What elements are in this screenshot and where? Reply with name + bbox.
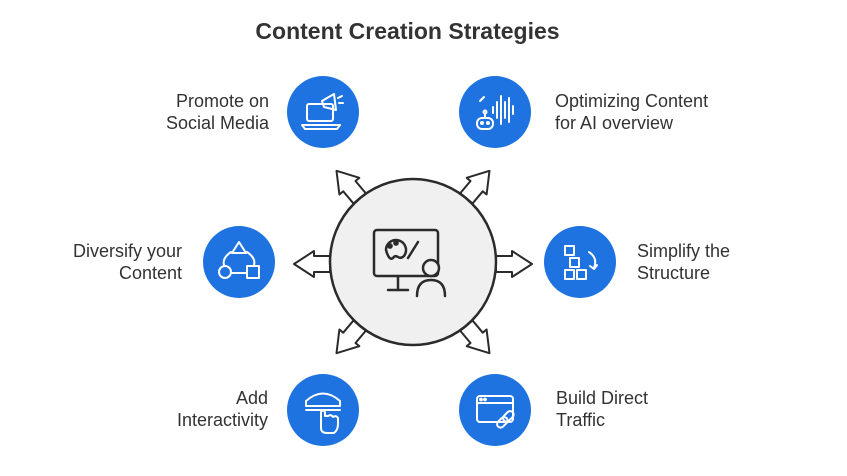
touch-hand-icon xyxy=(305,392,341,434)
hub-circle xyxy=(328,177,498,347)
hub-arrows xyxy=(293,169,533,355)
megaphone-laptop-icon xyxy=(301,93,344,130)
strategy-label-diversify: Diversify your Content xyxy=(72,241,182,283)
arrow-upper-right xyxy=(459,169,491,205)
arrow-upper-left xyxy=(335,169,367,205)
diagram-title: Content Creation Strategies xyxy=(255,18,560,44)
browser-link-icon xyxy=(476,395,515,429)
node-diversify xyxy=(203,226,275,298)
strategy-label-social-media: Promote on Social Media xyxy=(165,91,269,133)
arrow-left xyxy=(293,250,331,278)
arrow-lower-right xyxy=(459,319,491,355)
strategy-label-interactivity: Add Interactivity xyxy=(176,388,268,430)
arrow-lower-left xyxy=(335,319,367,355)
strategy-label-direct-traffic: Build Direct Traffic xyxy=(556,388,649,430)
strategy-label-ai-overview: Optimizing Content for AI overview xyxy=(555,91,709,133)
node-social-media xyxy=(287,76,359,148)
content-creator-icon xyxy=(372,228,447,298)
strategy-label-simplify: Simplify the Structure xyxy=(637,241,731,283)
node-direct-traffic xyxy=(459,374,531,446)
node-ai-overview xyxy=(459,76,531,148)
ai-voice-robot-icon xyxy=(476,95,514,130)
structure-flow-icon xyxy=(564,245,598,280)
arrow-right xyxy=(495,250,533,278)
shapes-cycle-icon xyxy=(218,241,260,279)
